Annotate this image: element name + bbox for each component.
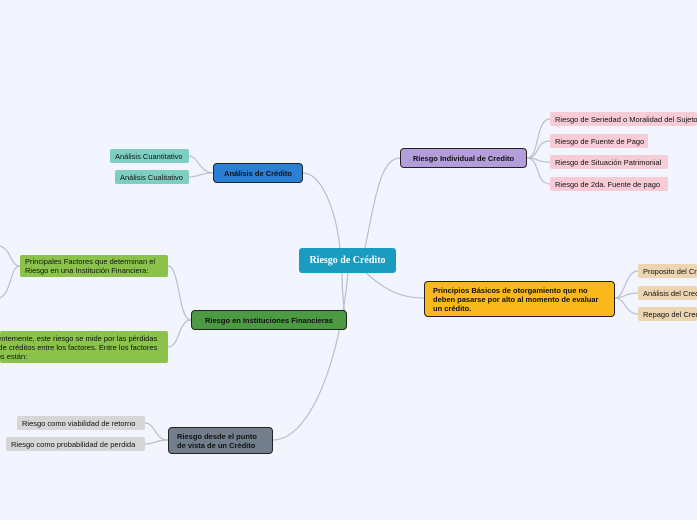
topic-riesgo-individual[interactable]: Riesgo Individual de Credito — [400, 148, 527, 168]
subtopic-riesgo-fuente-pago[interactable]: Riesgo de Fuente de Pago — [550, 134, 648, 148]
topic-principios-basicos[interactable]: Principios Básicos de otorgamiento que n… — [424, 281, 615, 317]
subtopic-viabilidad-retorno[interactable]: Riesgo como viabilidad de retorno — [17, 416, 145, 430]
subtopic-analisis-del-credito[interactable]: Análisis del Credito — [638, 286, 697, 300]
central-topic[interactable]: Riesgo de Crédito — [299, 248, 396, 273]
topic-riesgo-punto-vista[interactable]: Riesgo desde el punto de vista de un Cré… — [168, 427, 273, 454]
topic-riesgo-instituciones[interactable]: Riesgo en Instituciones Financieras — [191, 310, 347, 330]
subtopic-riesgo-seriedad[interactable]: Riesgo de Seriedad o Moralidad del Sujet… — [550, 112, 697, 126]
subtopic-frecuentemente-mide[interactable]: Frecuentemente, este riesgo se mide por … — [0, 331, 168, 363]
subtopic-repago-credito[interactable]: Repago del Credito — [638, 307, 697, 321]
subtopic-riesgo-2da-fuente[interactable]: Riesgo de 2da. Fuente de pago — [550, 177, 668, 191]
subtopic-analisis-cuantitativo[interactable]: Análisis Cuantitativo — [110, 149, 189, 163]
subtopic-analisis-cualitativo[interactable]: Análisis Cualitativo — [115, 170, 189, 184]
subtopic-probabilidad-perdida[interactable]: Riesgo como probabilidad de perdida — [6, 437, 145, 451]
topic-analisis-credito[interactable]: Análisis de Crédito — [213, 163, 303, 183]
subtopic-principales-factores[interactable]: Principales Factores que determinan el R… — [20, 255, 168, 277]
subtopic-frecuentemente-mide-text: Frecuentemente, este riesgo se mide por … — [0, 333, 158, 361]
subtopic-riesgo-situacion-patrimonial[interactable]: Riesgo de Situación Patrimonial — [550, 155, 668, 169]
subtopic-proposito-credito[interactable]: Proposito del Credito — [638, 264, 697, 278]
